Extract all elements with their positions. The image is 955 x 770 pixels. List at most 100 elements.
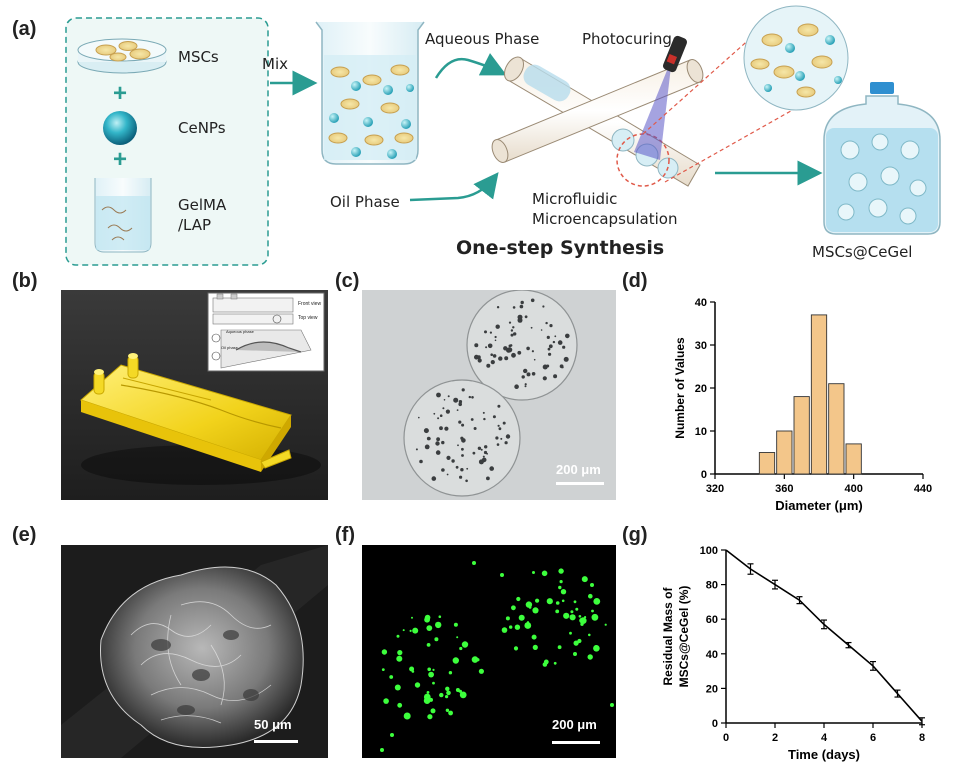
cell-dot xyxy=(490,360,495,365)
live-cell-dot xyxy=(445,695,449,699)
live-cell-dot xyxy=(434,637,439,642)
cell-dot xyxy=(545,321,548,325)
cell-dot xyxy=(559,341,562,344)
y-tick-label: 0 xyxy=(712,718,718,730)
panel-label-f: (f) xyxy=(335,524,355,546)
cell-dot xyxy=(482,411,485,414)
cell-dot xyxy=(563,356,569,362)
chip-photo xyxy=(61,290,328,500)
cell-dot xyxy=(492,354,497,358)
cell-dot xyxy=(485,346,488,349)
cell-dot xyxy=(512,306,516,309)
cell-dot xyxy=(423,428,429,434)
live-cell-dot xyxy=(569,631,572,635)
cell-dot xyxy=(460,436,464,440)
chip-inset-diagram xyxy=(207,292,325,372)
cell-dot xyxy=(526,346,530,351)
cell-dot xyxy=(439,426,443,431)
live-cell-dot xyxy=(445,686,450,691)
cell-dot xyxy=(465,479,468,483)
live-cell-dot xyxy=(563,612,570,619)
cell-dot xyxy=(561,366,564,369)
live-cell-dot xyxy=(555,601,560,605)
y-tick-label: 20 xyxy=(706,683,718,695)
y-tick-label: 100 xyxy=(700,545,718,557)
cell-dot xyxy=(484,330,487,334)
cell-dot xyxy=(540,329,543,331)
cell-dot xyxy=(435,450,441,455)
live-cell-dot xyxy=(558,568,564,574)
live-cell-dot xyxy=(511,605,516,611)
live-cell-dot xyxy=(513,646,519,651)
cell-dot xyxy=(489,331,492,334)
cell-dot xyxy=(548,352,552,356)
cell-dot xyxy=(458,420,462,424)
cell-dot xyxy=(492,415,496,419)
cell-dot xyxy=(549,324,553,328)
cell-dot xyxy=(504,441,508,445)
cell-dot xyxy=(455,465,459,469)
panel-label-a: (a) xyxy=(12,18,37,40)
cell-dot xyxy=(508,321,512,324)
svg-text:+: + xyxy=(113,80,127,107)
cell-dot xyxy=(486,452,488,455)
scalebar-f-label: 200 μm xyxy=(552,717,597,732)
cell-dot xyxy=(500,437,503,440)
cell-dot xyxy=(495,436,499,440)
live-cell-dot xyxy=(435,621,442,629)
panel-label-d: (d) xyxy=(622,270,648,292)
cell-dot xyxy=(546,364,550,368)
live-cell-dot xyxy=(402,629,405,632)
live-cell-dot xyxy=(610,703,614,707)
cell-dot xyxy=(531,372,536,376)
live-cell-dot xyxy=(570,610,574,614)
cell-dot xyxy=(553,374,558,379)
live-cell-dot xyxy=(501,627,508,633)
live-cell-dot xyxy=(528,606,532,609)
cell-dot xyxy=(542,376,547,381)
cell-dot xyxy=(415,448,418,451)
live-cell-dot xyxy=(424,614,431,621)
cell-dot xyxy=(524,315,528,319)
degradation-line xyxy=(725,549,923,722)
cell-dot xyxy=(418,416,420,419)
y-tick-label: 60 xyxy=(706,614,718,626)
cell-dot xyxy=(505,434,511,439)
cell-dot xyxy=(447,395,450,398)
cell-dot xyxy=(498,427,502,431)
live-cell-dot xyxy=(452,657,459,664)
cell-dot xyxy=(565,333,570,339)
live-cell-dot xyxy=(478,668,484,674)
cell-dot xyxy=(562,345,566,349)
cell-dot xyxy=(542,305,545,308)
cell-dot xyxy=(439,414,443,417)
cell-dot xyxy=(461,388,465,392)
scalebar-e-label: 50 μm xyxy=(254,717,292,732)
cell-dot xyxy=(456,409,459,411)
cell-dot xyxy=(526,372,531,377)
x-axis-label: Time (days) xyxy=(788,747,860,762)
cell-dot xyxy=(520,300,524,305)
x-tick-label: 400 xyxy=(844,483,862,495)
live-cell-dot xyxy=(505,616,510,621)
cell-dot xyxy=(530,298,535,303)
live-cell-dot xyxy=(593,645,600,652)
scalebar-c-label: 200 μm xyxy=(556,462,601,477)
cell-dot xyxy=(489,466,494,471)
live-cell-dot xyxy=(578,615,582,618)
cell-dot xyxy=(482,455,485,458)
live-cell-dot xyxy=(604,623,607,626)
x-axis-label: Diameter (μm) xyxy=(775,498,862,513)
live-cell-dot xyxy=(509,625,513,629)
microfluidic-chip-icon xyxy=(491,56,704,187)
cell-dot xyxy=(519,304,524,309)
live-cell-dot xyxy=(428,671,434,678)
cell-dot xyxy=(435,441,440,446)
live-cell-dot xyxy=(423,697,431,704)
cell-dot xyxy=(437,417,440,420)
cell-dot xyxy=(533,358,536,361)
label-gelma: GelMA xyxy=(178,196,227,214)
cell-dot xyxy=(473,427,477,430)
